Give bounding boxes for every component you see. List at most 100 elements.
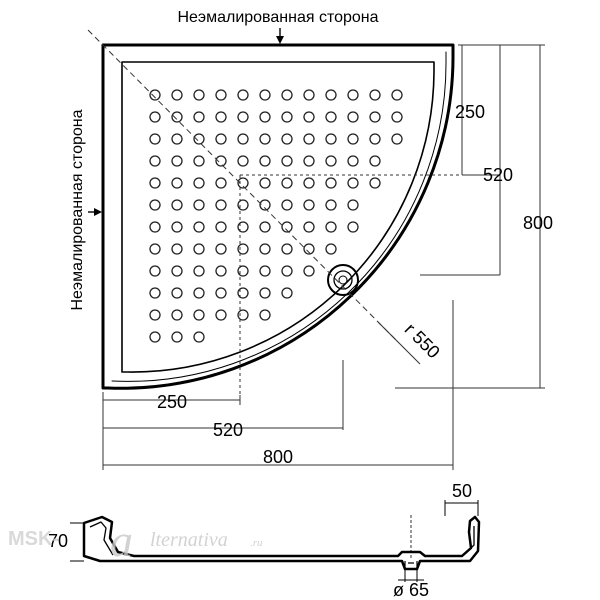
anti-slip-dot — [149, 243, 161, 255]
anti-slip-dot — [193, 243, 205, 255]
anti-slip-dot — [193, 111, 205, 123]
anti-slip-dot — [215, 287, 227, 299]
anti-slip-dot — [259, 133, 271, 145]
anti-slip-dot — [193, 133, 205, 145]
anti-slip-dot — [193, 287, 205, 299]
anti-slip-dot — [391, 111, 403, 123]
anti-slip-dot — [325, 199, 337, 211]
anti-slip-dot — [193, 155, 205, 167]
anti-slip-dot — [215, 111, 227, 123]
anti-slip-dot — [171, 89, 183, 101]
anti-slip-dot — [215, 177, 227, 189]
anti-slip-dot — [369, 111, 381, 123]
anti-slip-dot — [281, 199, 293, 211]
anti-slip-dot — [193, 265, 205, 277]
radius-label: r 550 — [401, 319, 444, 362]
anti-slip-dot — [303, 265, 315, 277]
anti-slip-dot — [237, 243, 249, 255]
anti-slip-dot — [369, 177, 381, 189]
anti-slip-dot — [325, 111, 337, 123]
anti-slip-dot — [149, 331, 161, 343]
anti-slip-dot — [281, 287, 293, 299]
anti-slip-dot — [325, 155, 337, 167]
watermark-a-logo: a — [110, 515, 133, 566]
radius-leader — [377, 321, 421, 365]
anti-slip-dot — [259, 111, 271, 123]
anti-slip-dot — [171, 243, 183, 255]
left-side-label: Неэмалированная сторона — [69, 109, 86, 310]
anti-slip-dot — [347, 133, 359, 145]
anti-slip-dot — [193, 221, 205, 233]
anti-slip-dot — [303, 221, 315, 233]
anti-slip-dot — [237, 133, 249, 145]
anti-slip-dot — [149, 133, 161, 145]
anti-slip-dot — [215, 155, 227, 167]
profile-inner — [89, 521, 114, 556]
anti-slip-dot — [281, 89, 293, 101]
anti-slip-dot — [237, 177, 249, 189]
tray-plan-view — [101, 43, 455, 390]
anti-slip-dot — [215, 221, 227, 233]
anti-slip-dot — [259, 199, 271, 211]
anti-slip-dot — [303, 155, 315, 167]
anti-slip-dot — [303, 177, 315, 189]
anti-slip-dot — [171, 155, 183, 167]
anti-slip-dot — [347, 155, 359, 167]
profile-drain-label: ø 65 — [393, 580, 429, 600]
anti-slip-dot — [193, 331, 205, 343]
anti-slip-dot — [281, 155, 293, 167]
anti-slip-dot — [347, 111, 359, 123]
profile-drain — [404, 561, 418, 569]
anti-slip-dot — [325, 177, 337, 189]
anti-slip-dot — [303, 199, 315, 211]
watermark-left: MSK- — [8, 528, 59, 550]
dim-right-250: 250 — [455, 102, 485, 122]
anti-slip-dot — [391, 89, 403, 101]
anti-slip-dot — [149, 155, 161, 167]
anti-slip-dot — [215, 243, 227, 255]
anti-slip-dot — [325, 89, 337, 101]
anti-slip-dot — [237, 199, 249, 211]
anti-slip-dot — [325, 221, 337, 233]
drain-inner — [333, 270, 353, 290]
left-side-arrow-head — [94, 208, 102, 216]
profile-inner-right — [465, 526, 475, 554]
construction-lines — [87, 29, 545, 470]
profile-rim-label: 50 — [452, 481, 472, 501]
anti-slip-dot — [325, 243, 337, 255]
anti-slip-dot — [391, 133, 403, 145]
tray-inner-rim — [121, 61, 435, 373]
tray-rim-line — [111, 51, 447, 382]
anti-slip-dot — [215, 89, 227, 101]
anti-slip-dot — [369, 155, 381, 167]
dim-right-800: 800 — [523, 213, 553, 233]
anti-slip-dot — [149, 199, 161, 211]
anti-slip-dot — [303, 133, 315, 145]
anti-slip-dot — [303, 89, 315, 101]
anti-slip-dot — [281, 221, 293, 233]
anti-slip-dot — [281, 133, 293, 145]
anti-slip-dot — [149, 177, 161, 189]
anti-slip-dot — [193, 199, 205, 211]
drain-center — [338, 275, 348, 285]
anti-slip-dot — [347, 221, 359, 233]
anti-slip-dot — [259, 221, 271, 233]
anti-slip-dot — [259, 177, 271, 189]
anti-slip-dot — [281, 265, 293, 277]
profile-height-label: 70 — [48, 531, 68, 551]
profile-outer — [82, 515, 481, 571]
anti-slip-dot — [259, 89, 271, 101]
anti-slip-dot — [281, 177, 293, 189]
anti-slip-dot — [259, 265, 271, 277]
anti-slip-dot — [237, 89, 249, 101]
anti-slip-dot — [303, 243, 315, 255]
anti-slip-dot — [259, 287, 271, 299]
anti-slip-dot — [171, 111, 183, 123]
anti-slip-dot — [347, 177, 359, 189]
anti-slip-dot — [149, 111, 161, 123]
anti-slip-dot — [171, 133, 183, 145]
anti-slip-dot — [149, 221, 161, 233]
anti-slip-dot — [171, 309, 183, 321]
dim-right-520: 520 — [483, 165, 513, 185]
watermark-suffix: .ru — [250, 537, 263, 549]
